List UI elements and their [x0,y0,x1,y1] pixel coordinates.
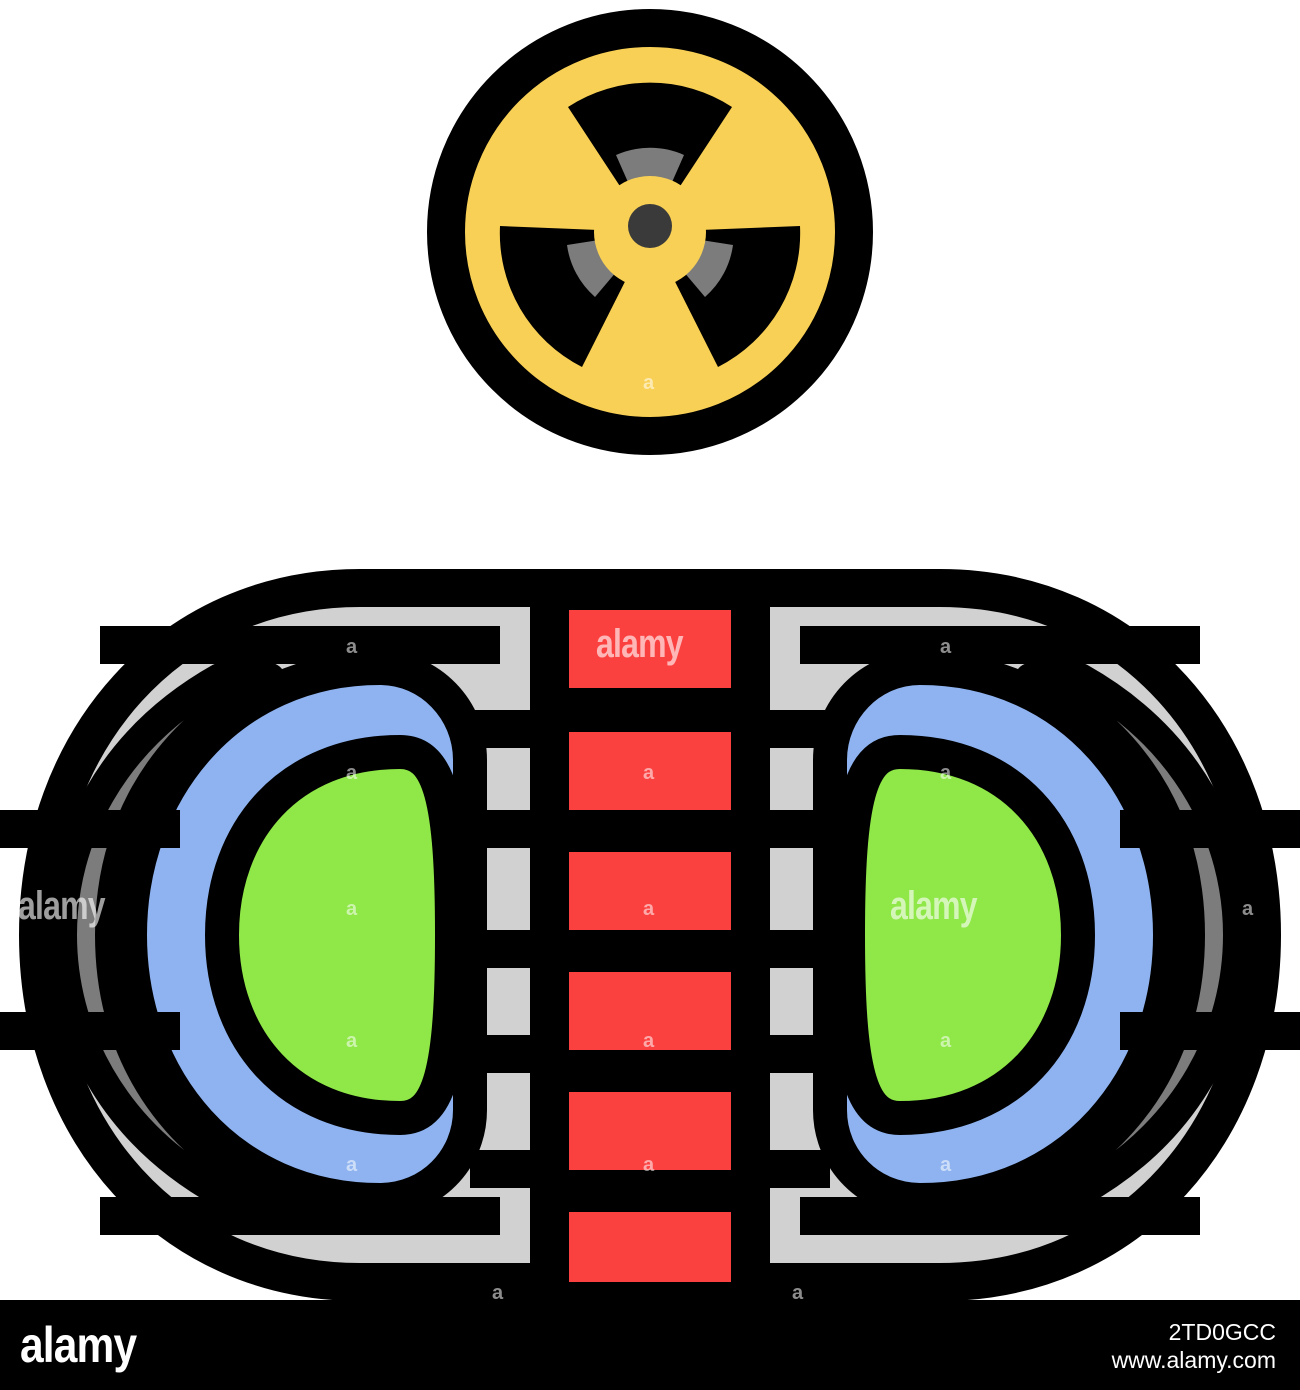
central-solenoid [530,590,770,1282]
alamy-logo[interactable]: alamy [20,1317,137,1373]
image-id: 2TD0GCC [1168,1319,1276,1345]
radiation-icon [427,9,873,455]
site-link[interactable]: www.alamy.com [1111,1347,1276,1373]
fusion-reactor-illustration [0,9,1300,1300]
image-info: 2TD0GCC www.alamy.com [1112,1318,1276,1374]
stock-footer: alamy 2TD0GCC www.alamy.com [0,1300,1300,1390]
tokamak-reactor-icon [0,569,1300,1300]
